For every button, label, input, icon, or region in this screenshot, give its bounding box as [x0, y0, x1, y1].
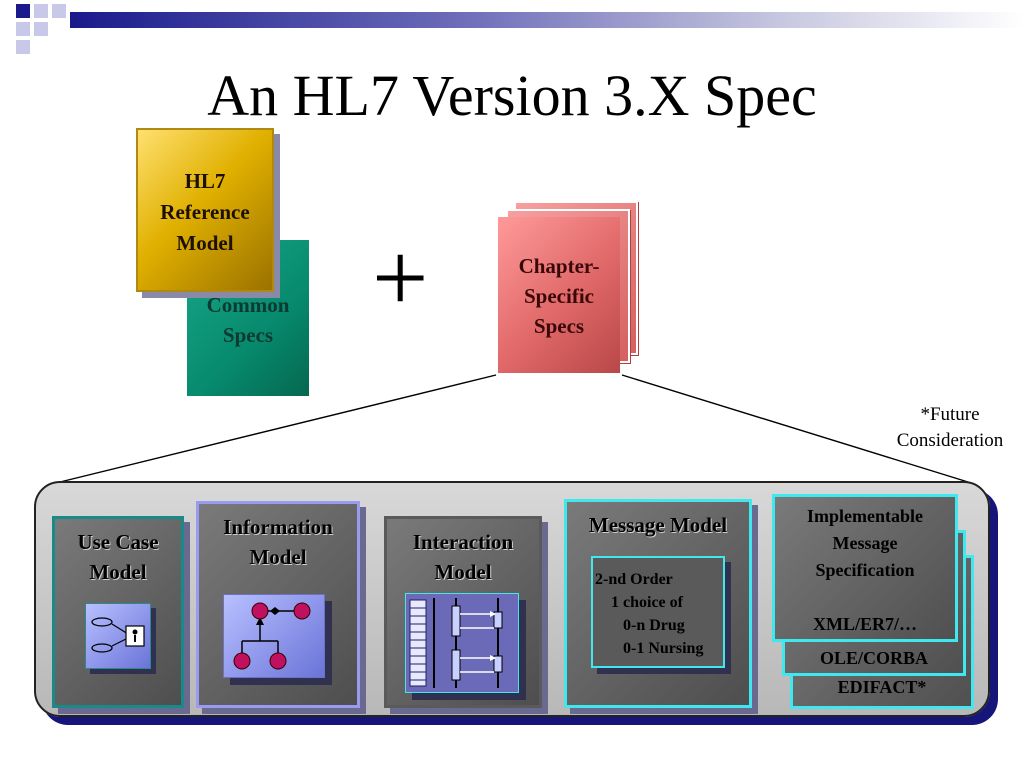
- use-case-line1: Use Case: [77, 530, 159, 554]
- implementable-line1: Implementable: [807, 506, 923, 526]
- information-model-box: Information Model: [196, 501, 360, 708]
- reference-model-line2: Reference: [160, 200, 250, 224]
- future-consideration-note: *Future Consideration: [870, 402, 1024, 454]
- information-line2: Model: [249, 545, 307, 569]
- use-case-line2: Model: [89, 560, 147, 584]
- chapter-specs-card: Chapter- Specific Specs: [498, 217, 620, 373]
- page-title: An HL7 Version 3.X Spec: [207, 63, 817, 128]
- information-line1: Information: [223, 515, 333, 539]
- plus-sign: +: [372, 222, 429, 333]
- sequence-diagram-icon: [405, 593, 519, 693]
- corner-decoration: [0, 0, 80, 60]
- use-case-model-box: Use Case Model: [52, 516, 184, 708]
- class-diagram-icon: [223, 594, 325, 678]
- chapter-specs-line2: Specific: [524, 284, 594, 308]
- ole-corba-label: OLE/CORBA: [819, 648, 929, 668]
- implementable-line3: Specification: [815, 560, 915, 580]
- implementable-spec-front-sheet: Implementable Message Specification XML/…: [772, 494, 958, 642]
- message-order-panel: 2-nd Order 1 choice of 0-n Drug 0-1 Nurs…: [591, 556, 725, 668]
- interaction-line1: Interaction: [412, 530, 514, 554]
- implementable-line2: Message: [832, 533, 898, 553]
- reference-model-line1: HL7: [184, 169, 226, 193]
- chapter-specs-line3: Specs: [533, 314, 585, 338]
- interaction-line2: Model: [434, 560, 492, 584]
- chapter-specs-line1: Chapter-: [518, 254, 600, 278]
- reference-model-line3: Model: [176, 231, 234, 255]
- reference-model-card: HL7 Reference Model: [136, 128, 274, 292]
- order-line-3: 0-n Drug: [623, 617, 685, 634]
- common-specs-line1: Common: [206, 293, 290, 317]
- title-bar-stripe: [70, 12, 1024, 28]
- xml-er7-label: XML/ER7/…: [812, 614, 917, 634]
- message-model-box: Message Model 2-nd Order 1 choice of 0-n…: [564, 499, 752, 708]
- order-line-2: 1 choice of: [611, 594, 683, 611]
- interaction-model-box: Interaction Model: [384, 516, 542, 708]
- future-note-line2: Consideration: [896, 430, 1004, 451]
- order-line-4: 0-1 Nursing: [623, 640, 704, 657]
- use-case-diagram-icon: [85, 603, 151, 669]
- edifact-label: EDIFACT*: [837, 677, 927, 697]
- future-note-line1: *Future: [920, 404, 980, 425]
- order-line-1: 2-nd Order: [595, 571, 673, 588]
- message-model-label: Message Model: [588, 513, 728, 537]
- common-specs-line2: Specs: [222, 323, 274, 347]
